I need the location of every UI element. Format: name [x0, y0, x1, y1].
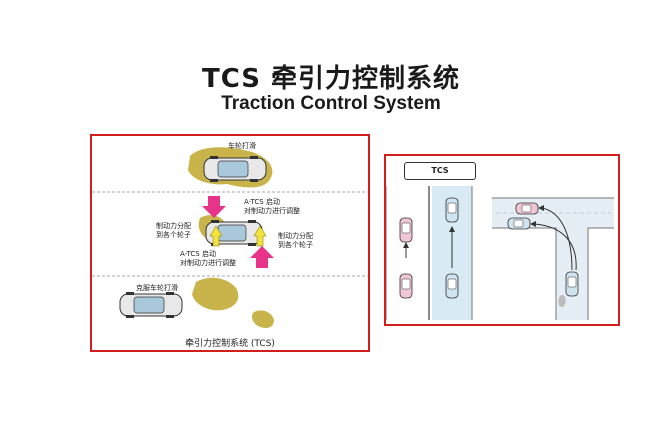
label-distribution-right-line1: 制动力分配 [278, 232, 313, 240]
label-distribution-left: 制动力分配 到各个轮子 [156, 222, 191, 240]
label-overcome-slip: 克服车轮打滑 [136, 284, 178, 292]
force-arrow-left [209, 225, 223, 247]
car-straight-pink [399, 217, 413, 243]
road-illustration [92, 147, 368, 328]
label-atcs-bottom: A-TCS 启动 对制动力进行调整 [180, 250, 236, 268]
car-turn-pink [515, 202, 539, 215]
car-middle [205, 220, 263, 246]
label-wheel-slip: 车轮打滑 [228, 142, 256, 150]
right-panel-diagram: TCS [384, 154, 620, 326]
panel-caption: 牵引力控制系统 (TCS) [185, 339, 275, 349]
label-atcs-top: A-TCS 启动 对制动力进行调整 [244, 198, 300, 216]
car-straight-blue-rear [445, 273, 459, 299]
label-atcs-bottom-line2: 对制动力进行调整 [180, 259, 236, 267]
slip-mark-right [558, 294, 566, 308]
car-straight-pink-rear [399, 273, 413, 299]
label-distribution-right-line2: 到各个轮子 [278, 241, 313, 249]
car-bottom [119, 292, 183, 318]
turn-path-outer [541, 207, 573, 271]
label-distribution-left-line1: 制动力分配 [156, 222, 191, 230]
brake-arrow-bottom [250, 246, 274, 268]
turn-arrowhead-outer [538, 205, 544, 211]
turn-arrowhead-inner [530, 221, 536, 227]
force-arrow-right [253, 225, 267, 247]
label-atcs-top-line2: 对制动力进行调整 [244, 207, 300, 215]
title-chinese: TCS 牵引力控制系统 [201, 64, 461, 94]
road-scenarios [386, 186, 614, 320]
slip-patch-bottom [192, 277, 239, 311]
label-atcs-bottom-line1: A-TCS 启动 [180, 250, 216, 258]
slip-patch-bottom-small [251, 310, 274, 328]
car-turn-blue [507, 217, 531, 230]
title-english: Traction Control System [221, 93, 441, 114]
label-distribution-left-line2: 到各个轮子 [156, 231, 191, 239]
car-straight-blue [445, 197, 459, 223]
turn-path-inner [533, 223, 577, 271]
label-atcs-top-line1: A-TCS 启动 [244, 198, 280, 206]
arrowhead-pink [403, 242, 409, 248]
label-distribution-right: 制动力分配 到各个轮子 [278, 232, 313, 250]
left-panel-diagram: 车轮打滑 A-TCS 启动 对制动力进行调整 制动力分配 到各个轮子 制动力分配… [90, 134, 370, 352]
car-turn-origin [565, 271, 579, 297]
brake-arrow-top [202, 196, 226, 218]
arrowhead-blue [449, 226, 455, 232]
car-top [203, 156, 267, 182]
tcs-tab-label: TCS [404, 162, 476, 180]
